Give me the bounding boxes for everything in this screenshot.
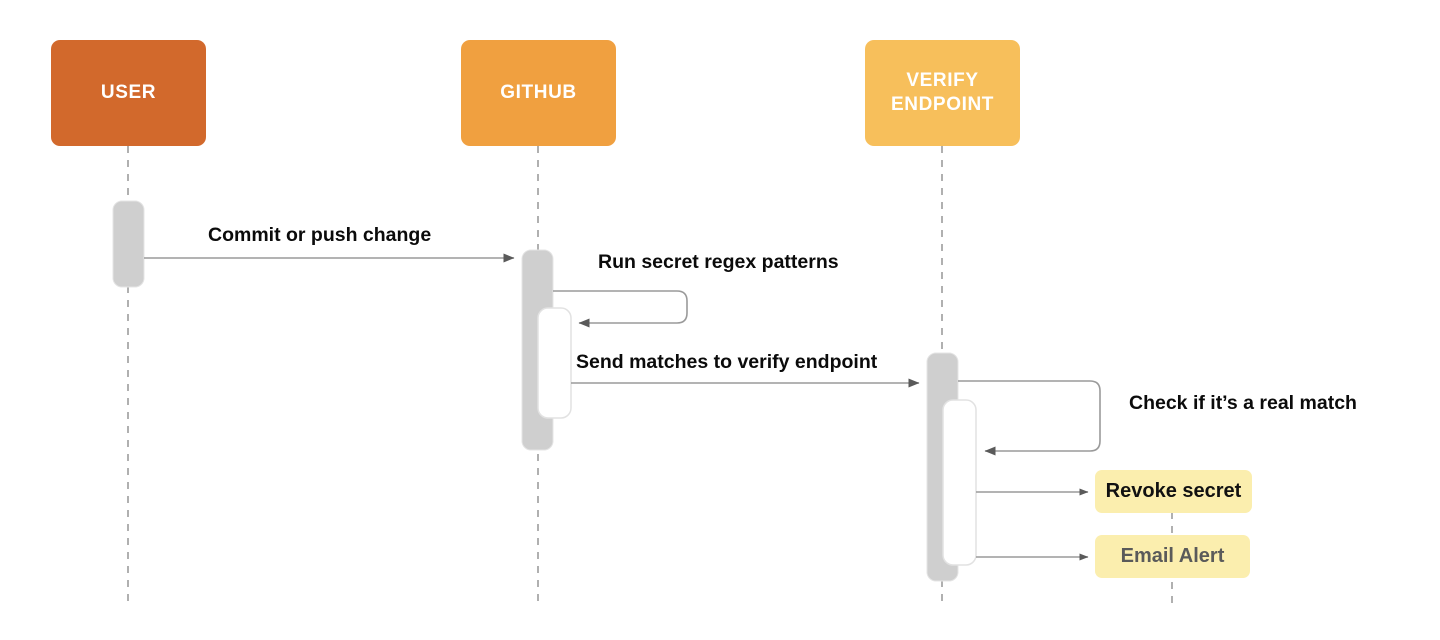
actor-label-verify-endpoint: VERIFY ENDPOINT bbox=[891, 69, 994, 117]
message-label-check-if-its-a-real-match: Check if it’s a real match bbox=[1129, 392, 1357, 414]
actor-label-user: USER bbox=[100, 82, 157, 104]
message-arrow-check-if-its-a-real-match bbox=[958, 380, 1101, 456]
actor-box-user[interactable]: USER bbox=[51, 40, 206, 146]
note-label-revoke-secret: Revoke secret bbox=[1105, 480, 1242, 502]
activation-bar-verify-endpoint-nested bbox=[942, 399, 977, 566]
actor-label-github: GITHUB bbox=[500, 82, 577, 104]
note-box-email-alert[interactable]: Email Alert bbox=[1095, 535, 1250, 578]
actor-label-verify-endpoint-line1: VERIFY bbox=[906, 70, 979, 92]
note-label-email-alert: Email Alert bbox=[1120, 545, 1225, 567]
actor-label-verify-endpoint-line2: ENDPOINT bbox=[891, 94, 994, 115]
message-label-send-matches-to-verify-endpoint: Send matches to verify endpoint bbox=[576, 351, 878, 373]
message-label-commit-or-push-change: Commit or push change bbox=[208, 224, 432, 246]
note-box-revoke-secret[interactable]: Revoke secret bbox=[1095, 470, 1252, 513]
actor-box-verify-endpoint[interactable]: VERIFY ENDPOINT bbox=[865, 40, 1020, 146]
activation-bar-github-nested bbox=[537, 307, 572, 419]
actor-box-github[interactable]: GITHUB bbox=[461, 40, 616, 146]
message-arrow-run-secret-regex-patterns bbox=[553, 290, 688, 328]
activation-bar-user bbox=[112, 200, 145, 288]
message-label-run-secret-regex-patterns: Run secret regex patterns bbox=[598, 251, 839, 273]
